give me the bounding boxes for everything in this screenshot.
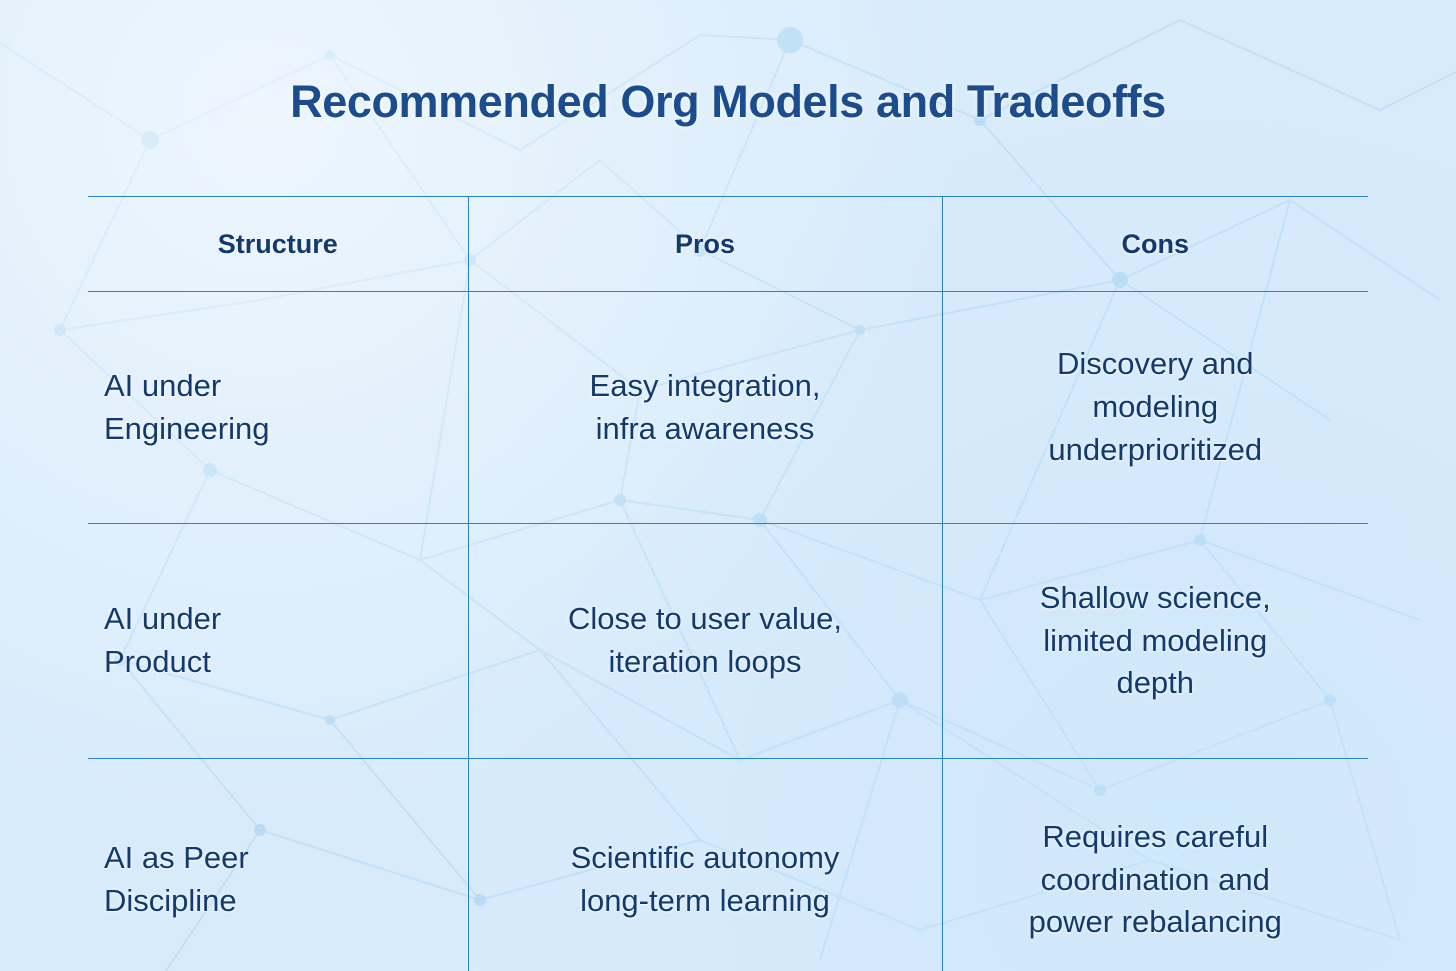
cell-cons-ai-under-product: Shallow science, limited modeling depth xyxy=(942,523,1368,759)
cell-structure-ai-as-peer-discipline: AI as Peer Discipline xyxy=(88,758,468,971)
table-row: AI under Product Close to user value, it… xyxy=(88,523,1368,759)
table-row: AI under Engineering Easy integration, i… xyxy=(88,291,1368,524)
cell-line: Engineering xyxy=(104,410,270,446)
cell-line: AI as Peer xyxy=(104,840,249,876)
cell-line: iteration loops xyxy=(608,644,802,679)
cell-line: Requires careful xyxy=(1042,818,1269,854)
cell-line: Product xyxy=(104,644,211,679)
cell-pros-ai-under-engineering: Easy integration, infra awareness xyxy=(467,291,943,524)
cell-line: coordination and xyxy=(1040,861,1270,897)
cell-line: Close to user value, xyxy=(568,601,842,637)
cell-line: Scientific autonomy xyxy=(570,840,840,876)
cell-line: Discovery and xyxy=(1057,346,1254,382)
cell-line: AI under xyxy=(104,367,222,403)
cell-line: Easy integration, xyxy=(589,367,821,403)
column-header-cons: Cons xyxy=(942,196,1368,292)
cell-cons-ai-as-peer-discipline: Requires careful coordination and power … xyxy=(942,758,1368,971)
cell-line: modeling xyxy=(1092,389,1219,425)
cell-line: depth xyxy=(1116,665,1195,701)
table-row: AI as Peer Discipline Scientific autonom… xyxy=(88,758,1368,971)
cell-pros-ai-under-product: Close to user value, iteration loops xyxy=(467,523,943,759)
cell-line: power rebalancing xyxy=(1028,904,1282,940)
cell-line: AI under xyxy=(104,601,222,637)
org-models-table: Structure Pros Cons AI under Engineering… xyxy=(88,196,1368,971)
column-header-structure: Structure xyxy=(88,196,468,292)
cell-line: limited modeling xyxy=(1043,622,1268,658)
cell-line: Shallow science, xyxy=(1039,579,1271,615)
cell-line: long-term learning xyxy=(580,883,830,918)
cell-line: infra awareness xyxy=(595,410,815,446)
cell-structure-ai-under-engineering: AI under Engineering xyxy=(88,291,468,524)
cell-structure-ai-under-product: AI under Product xyxy=(88,523,468,759)
table-header-row: Structure Pros Cons xyxy=(88,196,1368,292)
cell-line: Discipline xyxy=(104,883,237,918)
column-header-pros: Pros xyxy=(467,196,943,292)
page-title: Recommended Org Models and Tradeoffs xyxy=(290,76,1166,127)
cell-cons-ai-under-engineering: Discovery and modeling underprioritized xyxy=(942,291,1368,524)
cell-pros-ai-as-peer-discipline: Scientific autonomy long-term learning xyxy=(467,758,943,971)
cell-line: underprioritized xyxy=(1048,431,1263,467)
